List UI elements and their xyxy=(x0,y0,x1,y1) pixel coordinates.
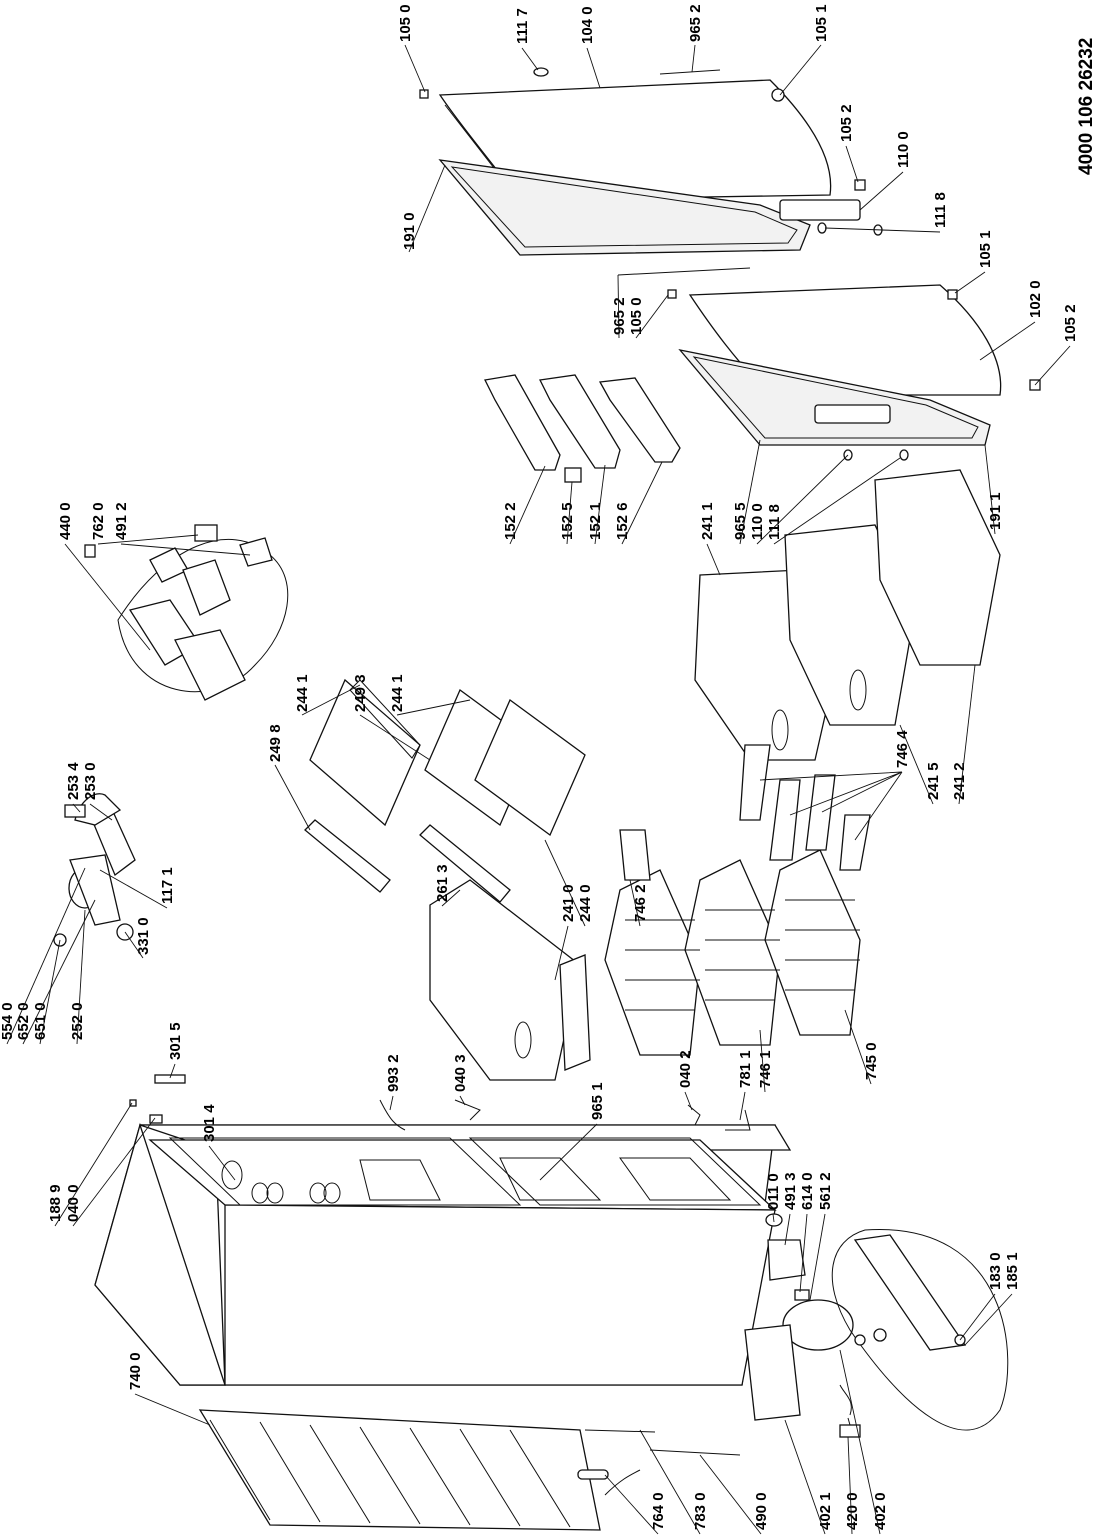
part-label: 241 1 xyxy=(699,502,716,540)
part-label: 740 0 xyxy=(127,1352,144,1390)
part-label: 249 3 xyxy=(352,674,369,712)
part-label: 965 2 xyxy=(611,297,628,335)
part-label: 491 2 xyxy=(113,502,130,540)
part-label: 117 1 xyxy=(159,867,176,904)
part-label: 746 1 xyxy=(757,1050,774,1088)
part-label: 781 1 xyxy=(737,1050,754,1088)
cabinet xyxy=(94,1122,792,1386)
part-label: 554 0 xyxy=(0,1002,16,1040)
part-label: 040 0 xyxy=(65,1184,82,1222)
part-label: 652 0 xyxy=(15,1002,32,1040)
part-label: 491 3 xyxy=(782,1172,799,1210)
part-label: 110 0 xyxy=(895,131,912,168)
wire-baskets xyxy=(604,744,871,1056)
freezer-drawers xyxy=(694,469,1001,761)
part-label: 420 0 xyxy=(844,1492,861,1530)
part-label: 241 0 xyxy=(560,884,577,922)
part-label: 252 0 xyxy=(69,1002,86,1040)
door-balconies xyxy=(484,374,681,483)
part-label: 402 0 xyxy=(872,1492,889,1530)
part-label: 561 2 xyxy=(817,1172,834,1210)
part-label: 746 4 xyxy=(894,730,911,768)
part-label: 241 2 xyxy=(951,762,968,800)
part-label: 783 0 xyxy=(692,1492,709,1530)
part-label: 490 0 xyxy=(753,1492,770,1530)
part-label: 965 1 xyxy=(589,1082,606,1120)
part-label: 614 0 xyxy=(799,1172,816,1210)
part-label: 111 8 xyxy=(766,504,783,540)
condenser-coil xyxy=(198,1409,641,1531)
part-label: 110 0 xyxy=(749,503,766,540)
part-label: 244 0 xyxy=(577,884,594,922)
leader-lines xyxy=(6,44,1071,1535)
part-label: 331 0 xyxy=(135,917,152,955)
part-label: 105 2 xyxy=(838,104,855,142)
part-label: 191 1 xyxy=(987,492,1004,530)
part-label: 253 4 xyxy=(65,762,82,800)
fan-assembly xyxy=(117,524,289,701)
part-label: 965 2 xyxy=(687,4,704,42)
glass-shelves xyxy=(304,678,586,903)
part-label: 440 0 xyxy=(57,502,74,540)
part-label: 104 0 xyxy=(579,6,596,44)
part-label: 185 1 xyxy=(1004,1252,1021,1290)
part-label: 764 0 xyxy=(650,1492,667,1530)
part-label: 993 2 xyxy=(385,1054,402,1092)
fridge-door xyxy=(419,67,883,256)
part-label: 183 0 xyxy=(987,1252,1004,1290)
part-label: 244 1 xyxy=(294,674,311,712)
control-assembly xyxy=(53,793,136,947)
part-label: 102 0 xyxy=(1027,280,1044,318)
part-label: 261 3 xyxy=(434,864,451,902)
part-label: 244 1 xyxy=(389,674,406,712)
part-label: 105 0 xyxy=(628,297,645,335)
part-label: 241 5 xyxy=(925,762,942,800)
part-label: 105 1 xyxy=(977,230,994,268)
part-label: 301 5 xyxy=(167,1022,184,1060)
part-label: 111 7 xyxy=(514,8,531,44)
part-label: 152 6 xyxy=(614,502,631,540)
part-label: 040 3 xyxy=(452,1054,469,1092)
part-label: 105 2 xyxy=(1062,304,1079,342)
part-label: 402 1 xyxy=(817,1492,834,1530)
part-label: 111 8 xyxy=(932,192,949,228)
part-label: 152 5 xyxy=(559,502,576,540)
part-label: 191 0 xyxy=(401,212,418,250)
freezer-door xyxy=(617,267,1041,461)
part-label: 105 0 xyxy=(397,4,414,42)
part-label: 651 0 xyxy=(32,1002,49,1040)
part-label: 105 1 xyxy=(813,4,830,42)
part-label: 745 0 xyxy=(863,1042,880,1080)
part-label: 762 0 xyxy=(90,502,107,540)
part-label: 301 4 xyxy=(201,1104,218,1142)
part-label: 011 0 xyxy=(765,1173,782,1210)
document-code: 4000 106 26232 xyxy=(1076,38,1097,175)
mounting-plate xyxy=(831,1229,1009,1431)
part-label: 249 8 xyxy=(267,724,284,762)
part-label: 152 1 xyxy=(587,502,604,540)
part-label: 746 2 xyxy=(632,884,649,922)
part-label: 965 5 xyxy=(732,502,749,540)
chiller-drawer xyxy=(429,879,591,1081)
part-label: 040 2 xyxy=(677,1050,694,1088)
part-label: 152 2 xyxy=(502,502,519,540)
small-parts xyxy=(84,544,751,1131)
part-label: 188 9 xyxy=(47,1184,64,1222)
part-label: 253 0 xyxy=(82,762,99,800)
compressor-assembly xyxy=(577,1213,861,1480)
